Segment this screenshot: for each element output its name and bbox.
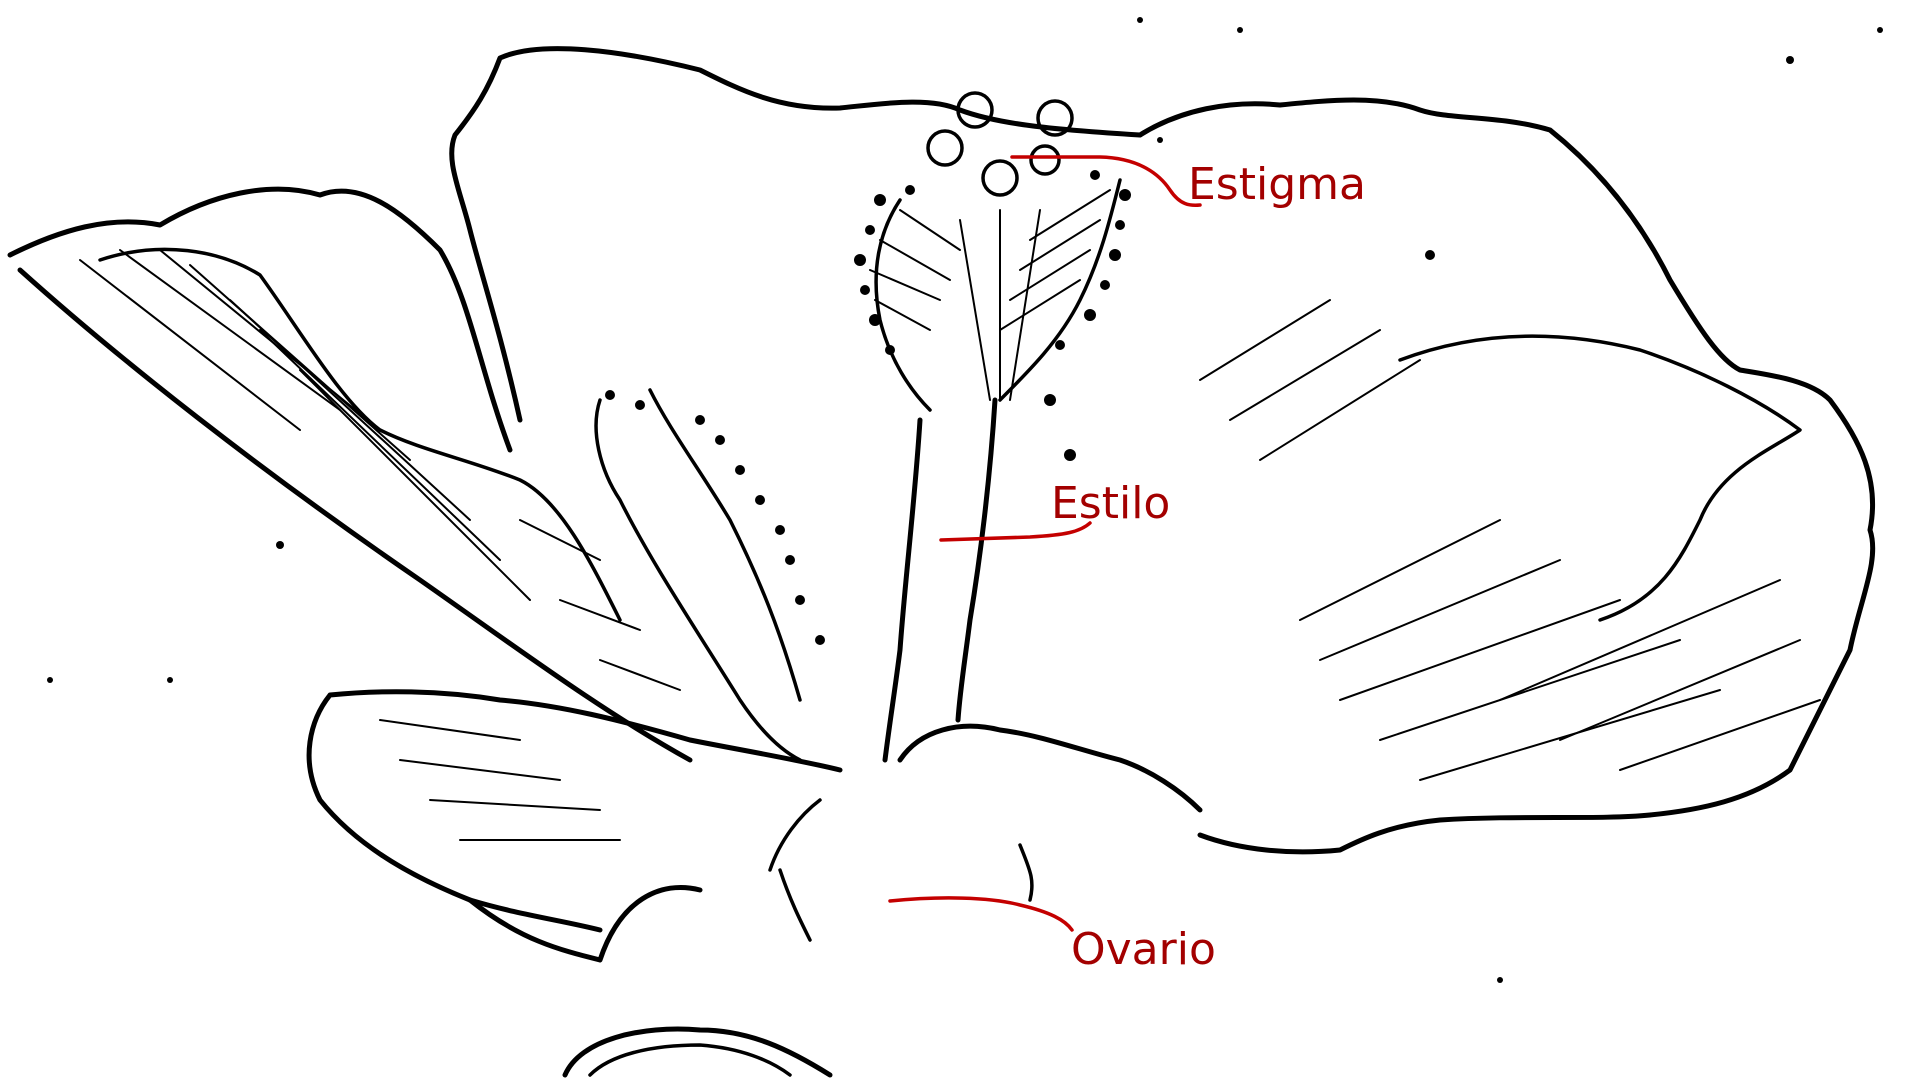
petal-veins <box>79 249 1821 841</box>
petal-right-inner <box>1398 334 1802 622</box>
style-column <box>882 397 998 763</box>
petal-left-lower <box>306 689 843 933</box>
petal-right <box>1137 97 1876 855</box>
receptacle <box>897 723 1203 813</box>
style-leader-line <box>939 521 1092 542</box>
ovary-leader-line <box>888 896 1074 932</box>
petal-front-left <box>467 885 703 963</box>
ovary-outline <box>768 798 1034 942</box>
petal-left-upper <box>7 186 693 763</box>
lower-bud-inner <box>588 1043 792 1077</box>
stamen-cluster <box>854 170 1131 461</box>
lower-bud <box>562 1026 833 1078</box>
label-style: Estilo <box>1051 478 1171 529</box>
scatter-marks <box>47 17 1883 983</box>
side-stamen-cluster <box>594 388 825 762</box>
label-stigma: Estigma <box>1188 159 1366 210</box>
stigma-lobes <box>926 91 1074 197</box>
stigma-leader-line <box>1010 155 1202 208</box>
label-ovary: Ovario <box>1071 924 1216 975</box>
petal-top-back <box>449 46 1143 423</box>
petal-left-inner <box>98 247 622 622</box>
